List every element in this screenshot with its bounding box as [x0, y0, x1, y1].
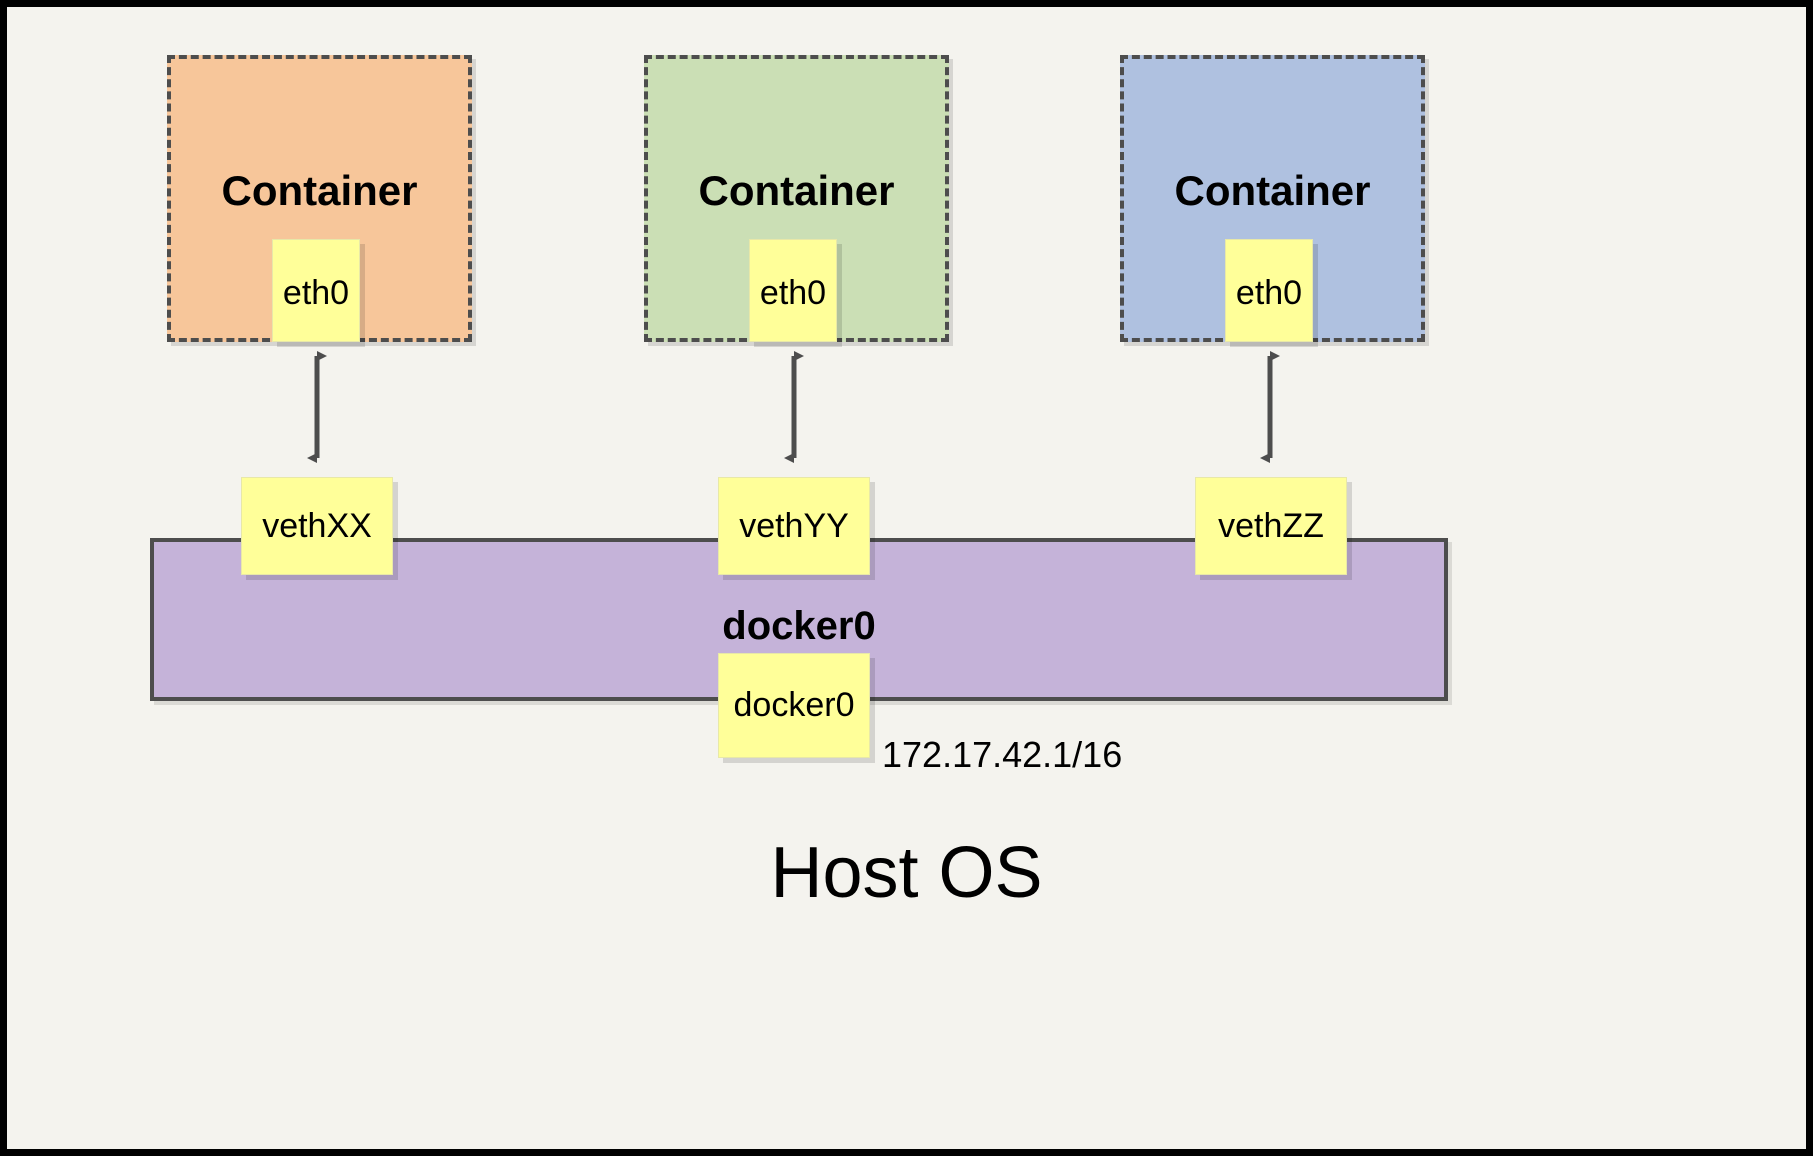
container-eth0-3[interactable]: eth0 — [1225, 239, 1313, 342]
docker0-interface-box[interactable]: docker0 — [718, 653, 870, 758]
link-arrow-3 — [1260, 351, 1280, 463]
veth-box-2[interactable]: vethYY — [718, 477, 870, 575]
container-title-1: Container — [221, 167, 418, 214]
container-title-3: Container — [1174, 167, 1371, 214]
docker0-ip-label: 172.17.42.1/16 — [882, 734, 1123, 775]
host-os-label: Host OS — [770, 833, 1043, 913]
container-eth0-1[interactable]: eth0 — [272, 239, 360, 342]
veth-box-1[interactable]: vethXX — [241, 477, 393, 575]
link-arrow-1 — [307, 351, 327, 463]
veth-box-3[interactable]: vethZZ — [1195, 477, 1347, 575]
container-eth0-2[interactable]: eth0 — [749, 239, 837, 342]
container-title-2: Container — [698, 167, 895, 214]
docker0-bridge-label: docker0 — [722, 604, 876, 648]
link-arrow-2 — [784, 351, 804, 463]
